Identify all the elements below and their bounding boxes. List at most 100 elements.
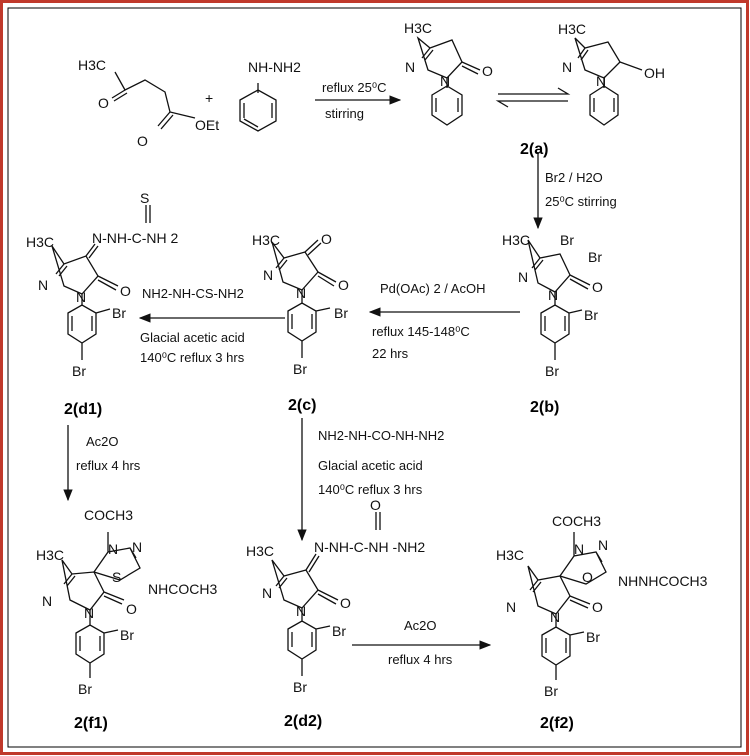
- atom-h3c: H3C: [404, 20, 432, 36]
- atom-n: N: [132, 539, 142, 555]
- atom-br: Br: [293, 679, 307, 695]
- step1-condition: reflux 25⁰C: [322, 80, 386, 95]
- semi-reagent: NH2-NH-CO-NH-NH2: [318, 428, 444, 443]
- atom-h3c: H3C: [78, 57, 106, 73]
- atom-s: S: [112, 569, 121, 585]
- atom-n: N: [405, 59, 415, 75]
- atom-n: N: [38, 277, 48, 293]
- compound-labels: 2(a) 2(b) 2(c) 2(d1) 2(d2) 2(f1) 2(f2): [64, 141, 574, 732]
- atom-n: N: [84, 605, 94, 621]
- compound-label-2d2: 2(d2): [284, 713, 322, 730]
- oxidation-time: 22 hrs: [372, 346, 409, 361]
- thio-reagent: NH2-NH-CS-NH2: [142, 286, 244, 301]
- ac2o-bottom-condition: reflux 4 hrs: [388, 652, 453, 667]
- atom-br: Br: [72, 363, 86, 379]
- atom-o: O: [137, 133, 148, 149]
- semi-solvent: Glacial acetic acid: [318, 458, 423, 473]
- compound-label-2b: 2(b): [530, 399, 559, 416]
- atom-h3c: H3C: [246, 543, 274, 559]
- atom-h3c: H3C: [36, 547, 64, 563]
- inner-border: [7, 7, 742, 748]
- atom-h3c: H3C: [496, 547, 524, 563]
- compound-label-2f2: 2(f2): [540, 715, 574, 732]
- acetyl-group: COCH3: [84, 507, 133, 523]
- acetyl-group: COCH3: [552, 513, 601, 529]
- atom-n: N: [263, 267, 273, 283]
- compound-label-2f1: 2(f1): [74, 715, 108, 732]
- nhnhcoch3-group: NHNHCOCH3: [618, 573, 708, 589]
- atom-br: Br: [293, 361, 307, 377]
- atom-n: N: [76, 289, 86, 305]
- atom-o: O: [582, 569, 593, 585]
- compound-label-2d1: 2(d1): [64, 401, 102, 418]
- equilibrium-forward-arrow: [498, 87, 571, 95]
- bromination-condition: 25⁰C stirring: [545, 194, 617, 209]
- atom-br: Br: [588, 249, 602, 265]
- atom-n: N: [548, 287, 558, 303]
- compound-label-2a: 2(a): [520, 141, 548, 158]
- atom-o: O: [338, 277, 349, 293]
- bonds: [51, 36, 643, 680]
- reaction-arrows: [63, 87, 571, 650]
- thio-solvent: Glacial acetic acid: [140, 330, 245, 345]
- atom-labels: H3C O O OEt + NH-NH2 H3C N N O H3C N N O…: [26, 20, 708, 699]
- thiosemicarbazone-chain: N-NH-C-NH 2: [92, 230, 179, 246]
- atom-o: O: [126, 601, 137, 617]
- bromination-reagent: Br2 / H2O: [545, 170, 603, 185]
- atom-br: Br: [544, 683, 558, 699]
- atom-n: N: [506, 599, 516, 615]
- atom-o: O: [321, 231, 332, 247]
- atom-n: N: [598, 537, 608, 553]
- compound-label-2c: 2(c): [288, 397, 316, 414]
- oxidation-reagent: Pd(OAc) 2 / AcOH: [380, 281, 485, 296]
- atom-o: O: [98, 95, 109, 111]
- atom-o: O: [592, 279, 603, 295]
- thio-condition: 140⁰C reflux 3 hrs: [140, 350, 245, 365]
- atom-n: N: [42, 593, 52, 609]
- atom-o: O: [120, 283, 131, 299]
- plus-sign: +: [205, 90, 213, 106]
- atom-br: Br: [120, 627, 134, 643]
- atom-h3c: H3C: [252, 232, 280, 248]
- atom-o: O: [592, 599, 603, 615]
- atom-n: N: [262, 585, 272, 601]
- atom-h3c: H3C: [502, 232, 530, 248]
- ac2o-left-reagent: Ac2O: [86, 434, 119, 449]
- atom-n: N: [296, 603, 306, 619]
- atom-n: N: [574, 541, 584, 557]
- atom-br: Br: [586, 629, 600, 645]
- atom-n: N: [550, 609, 560, 625]
- atom-n: N: [296, 285, 306, 301]
- atom-n: N: [596, 73, 606, 89]
- atom-br: Br: [332, 623, 346, 639]
- atom-br: Br: [545, 363, 559, 379]
- step1-stirring: stirring: [325, 106, 364, 121]
- ac2o-left-condition: reflux 4 hrs: [76, 458, 141, 473]
- atom-n: N: [108, 541, 118, 557]
- atom-n: N: [518, 269, 528, 285]
- reaction-conditions: reflux 25⁰C stirring Br2 / H2O 25⁰C stir…: [76, 80, 617, 667]
- atom-o: O: [340, 595, 351, 611]
- atom-n: N: [440, 73, 450, 89]
- atom-n: N: [562, 59, 572, 75]
- atom-h3c: H3C: [26, 234, 54, 250]
- atom-br: Br: [334, 305, 348, 321]
- atom-o: O: [370, 497, 381, 513]
- atom-br: Br: [78, 681, 92, 697]
- atom-br: Br: [584, 307, 598, 323]
- atom-s: S: [140, 190, 149, 206]
- atom-h3c: H3C: [558, 21, 586, 37]
- oxidation-condition: reflux 145-148⁰C: [372, 324, 470, 339]
- atom-nh-nh2: NH-NH2: [248, 59, 301, 75]
- ac2o-bottom-reagent: Ac2O: [404, 618, 437, 633]
- atom-br: Br: [112, 305, 126, 321]
- semicarbazone-chain: N-NH-C-NH -NH2: [314, 539, 425, 555]
- equilibrium-back-arrow: [495, 100, 568, 108]
- nhcoch3-group: NHCOCH3: [148, 581, 217, 597]
- atom-br: Br: [560, 232, 574, 248]
- atom-oet: OEt: [195, 117, 219, 133]
- atom-oh: OH: [644, 65, 665, 81]
